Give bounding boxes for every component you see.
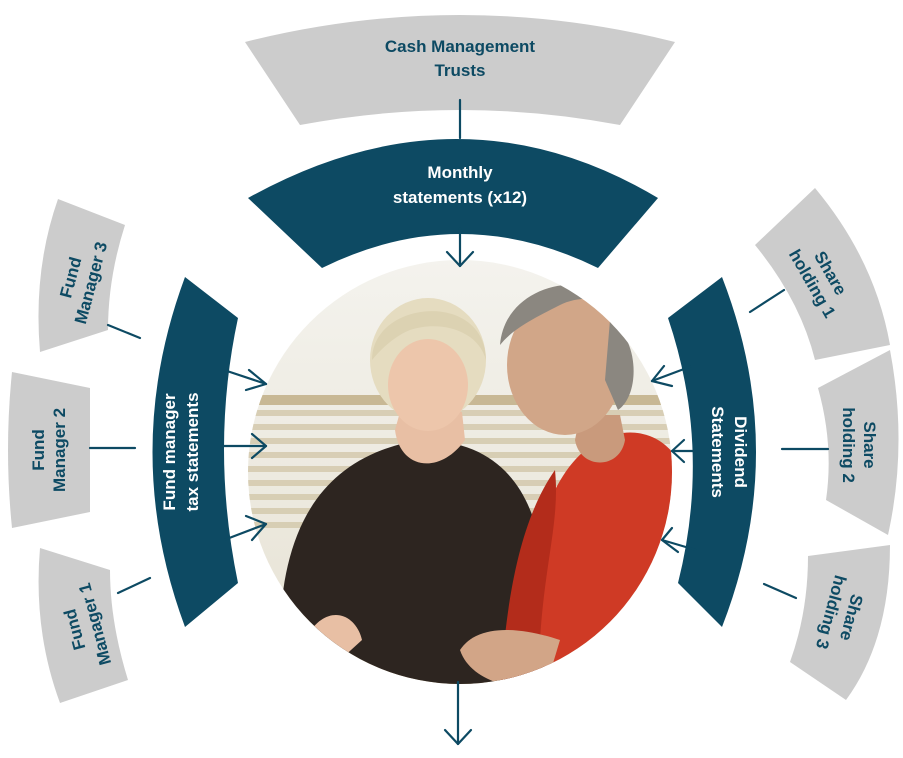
arrow-left-1-icon: [650, 364, 694, 388]
share-holding-3-tab: [790, 545, 890, 700]
arrow-left-2-icon: [670, 438, 700, 464]
arrow-down-output-icon: [443, 680, 473, 746]
cash-management-tab: [245, 15, 675, 125]
monthly-statements-band: [248, 139, 658, 268]
arrow-right-1-icon: [222, 368, 268, 392]
cash-management-label-line2: Trusts: [434, 61, 485, 80]
monthly-statements-label-line2: statements (x12): [393, 188, 527, 207]
fund-manager-2-label-line2: Manager 2: [50, 408, 69, 492]
center-photo: [248, 260, 672, 684]
dividend-statements-band: [668, 277, 756, 627]
share-holding-2-label-line2: holding 2: [839, 407, 858, 483]
monthly-statements-label-line1: Monthly: [427, 163, 493, 182]
fund-manager-tax-band: [152, 277, 238, 627]
share-holding-2-label-line1: Share: [860, 421, 879, 468]
arrow-right-3-icon: [222, 514, 268, 542]
dividend-statements-label-line1: Dividend: [731, 416, 750, 488]
fund-manager-1-tab: [38, 548, 128, 703]
fund-manager-3-connector: [106, 323, 142, 340]
arrow-down-top-icon: [445, 226, 475, 268]
share-holding-1-tab: [755, 188, 890, 360]
dividend-statements-label-line2: Statements: [708, 406, 727, 498]
share-holding-2-tab: [818, 350, 899, 535]
arrow-left-3-icon: [660, 526, 698, 554]
fund-manager-tax-label-line1: Fund manager: [160, 393, 179, 511]
share-holding-1-connector: [748, 288, 786, 314]
cash-management-label-line1: Cash Management: [385, 37, 536, 56]
arrow-right-2-icon: [220, 432, 268, 460]
fund-manager-1-connector: [116, 576, 152, 595]
fund-manager-3-tab: [38, 199, 125, 352]
share-holding-3-connector: [762, 582, 798, 600]
fund-manager-2-tab: [8, 372, 90, 528]
fund-manager-2-label-line1: Fund: [29, 429, 48, 471]
fund-manager-tax-label-line2: tax statements: [183, 392, 202, 511]
